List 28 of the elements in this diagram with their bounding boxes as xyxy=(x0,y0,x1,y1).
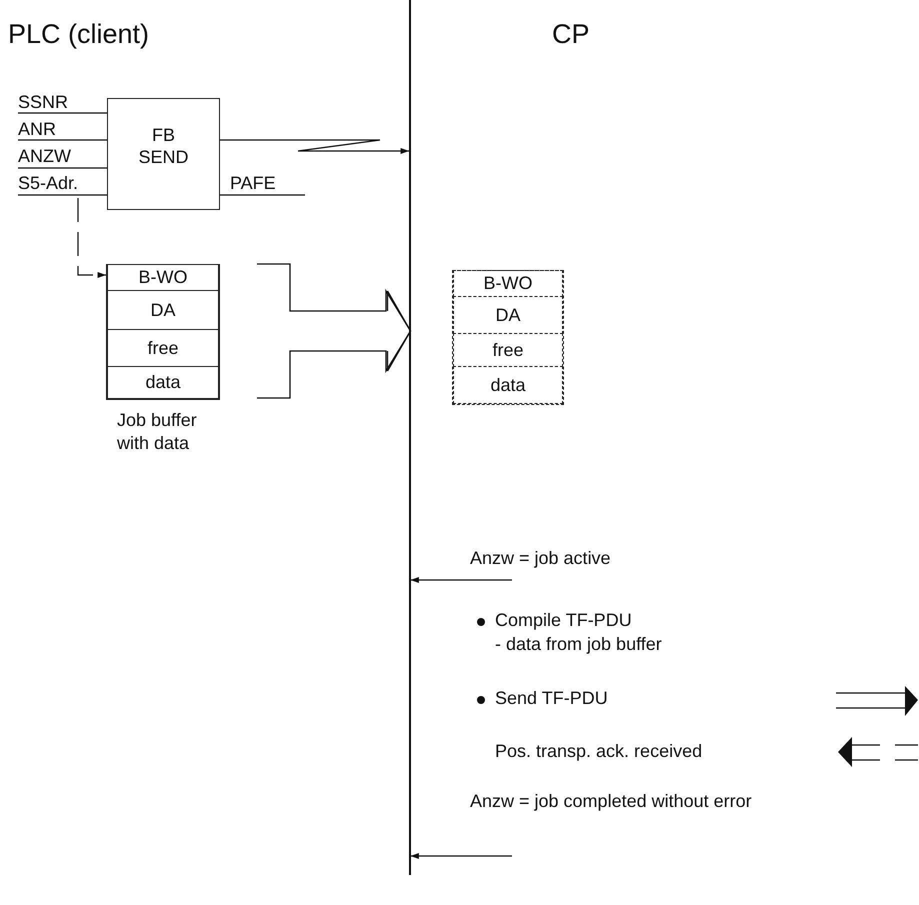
pin-name: SSNR xyxy=(18,92,68,114)
lifeline xyxy=(409,0,410,875)
edge-label: Anzw = job completed without error xyxy=(470,791,752,812)
buffer-field: DA xyxy=(453,296,563,334)
arrow xyxy=(220,139,409,154)
arrow xyxy=(410,853,512,859)
column-heading: PLC (client) xyxy=(8,18,150,50)
pin-name: ANR xyxy=(18,119,56,141)
buffer-caption: Job buffer with data xyxy=(117,409,198,456)
buffer-field: data xyxy=(107,366,219,399)
step-text: Pos. transp. ack. received xyxy=(495,741,702,763)
buffer-field: B-WO xyxy=(107,264,219,291)
step-text: - data from job buffer xyxy=(495,634,662,656)
arrow xyxy=(77,198,106,278)
function-block: FB SEND xyxy=(107,98,220,210)
pin-name: ANZW xyxy=(18,146,71,168)
buffer-field: DA xyxy=(107,290,219,330)
step-text: Send TF-PDU xyxy=(495,688,608,710)
edge-label: Anzw = job active xyxy=(470,548,611,569)
column-heading: CP xyxy=(552,18,590,50)
step-text: Compile TF-PDU xyxy=(495,610,632,632)
pin-name: PAFE xyxy=(230,173,276,195)
buffer-field: free xyxy=(107,329,219,367)
buffer-field: B-WO xyxy=(453,270,563,297)
pin-name: S5-Adr. xyxy=(18,173,78,195)
buffer-field: data xyxy=(453,366,563,404)
buffer-field: free xyxy=(453,333,563,367)
arrow xyxy=(410,577,512,583)
